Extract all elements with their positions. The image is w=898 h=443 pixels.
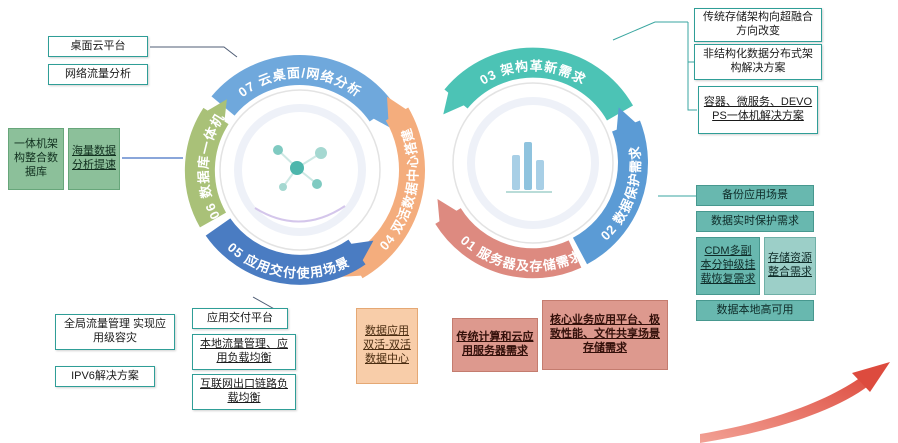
arc-05-app-delivery (205, 218, 374, 285)
arc-06-database-appliance (184, 99, 229, 228)
callout-backup: 备份应用场景 (696, 185, 814, 206)
line-right-top (612, 21, 688, 41)
callout-container-devops: 容器、微服务、DEVOPS一体机解决方案 (698, 86, 818, 134)
callout-ipv6: IPV6解决方案 (55, 366, 155, 387)
callout-cdm: CDM多副本分钟级挂载恢复需求 (696, 237, 760, 295)
callout-traditional-compute: 传统计算和云应用服务器需求 (452, 318, 538, 372)
right-hub: 03 架构革新需求 02 数据保护需求 01 服务器及存储需求 (435, 47, 648, 279)
left-hub-inner-ring (234, 104, 366, 236)
callout-local-traffic: 本地流量管理、应用负载均衡 (192, 334, 296, 370)
callout-global-traffic: 全局流量管理 实现应用级容灾 (55, 314, 175, 350)
callout-local-ha: 数据本地高可用 (696, 300, 814, 321)
line-right-top-vertical (687, 22, 697, 111)
left-hub: 07 云桌面/网络分析 04 双活数据中心搭建 05 应用交付使用场景 06 数… (184, 55, 425, 285)
right-hub-inner-ring (467, 97, 599, 229)
callout-internet-link: 互联网出口链路负载均衡 (192, 374, 296, 410)
arc-07-cloud-desktop (211, 55, 395, 130)
line-top-left (150, 46, 238, 58)
callout-storage-integration: 存储资源整合需求 (764, 237, 816, 295)
callout-realtime-protect: 数据实时保护需求 (696, 211, 814, 232)
arc-01-server-storage (435, 199, 582, 279)
callout-core-business: 核心业务应用平台、极致性能、文件共享场景存储需求 (542, 300, 668, 370)
connector-lines (122, 21, 697, 316)
swoosh-arrow (700, 362, 890, 443)
right-hub-disc (452, 82, 614, 244)
callout-dual-active: 数据应用双活-双活数据中心 (356, 308, 418, 384)
callout-desktop-cloud: 桌面云平台 (48, 36, 148, 57)
molecule-icon (273, 145, 327, 191)
callout-unstructured: 非结构化数据分布式架构解决方案 (694, 44, 822, 80)
arc-04-dual-active-dc (338, 96, 425, 279)
left-hub-deco-curve (254, 205, 346, 223)
swoosh-arrowhead (852, 362, 890, 392)
arc-03-architecture-innovation (443, 47, 634, 121)
callout-mass-data: 海量数据分析提速 (68, 128, 120, 190)
callout-network-traffic: 网络流量分析 (48, 64, 148, 85)
arc-02-data-protection (572, 107, 648, 265)
callout-app-delivery: 应用交付平台 (192, 308, 288, 329)
bar-chart-icon (506, 142, 552, 193)
callout-storage-transform: 传统存储架构向超融合方向改变 (694, 8, 822, 42)
callout-appliance-db: 一体机架构整合数据库 (8, 128, 64, 190)
